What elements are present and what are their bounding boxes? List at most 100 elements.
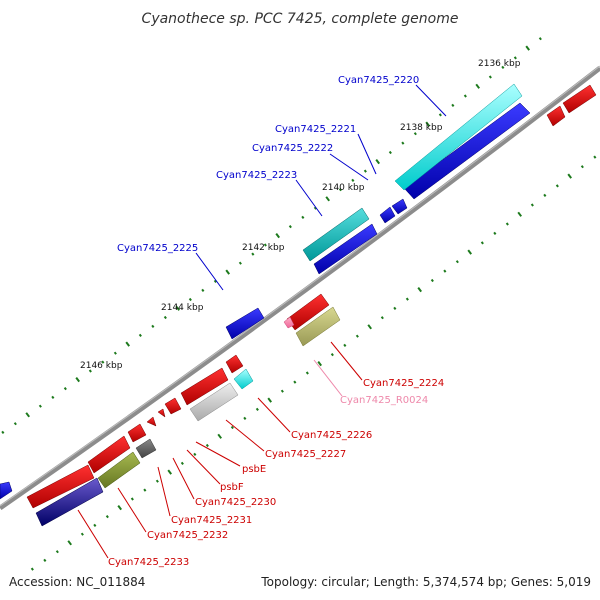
gene-cyan7425-2232-gene[interactable] <box>87 435 131 474</box>
gene-cyan7425-2233-cds[interactable] <box>35 477 104 527</box>
label-cyan7425-2227[interactable]: Cyan7425_2227 <box>265 449 346 460</box>
gene-cyan7425-2227-gene[interactable] <box>180 367 229 406</box>
gene-cyan7425-2222[interactable] <box>379 206 396 224</box>
scale-tick-major <box>117 505 123 511</box>
label-psbe[interactable]: psbE <box>242 464 266 475</box>
scale-tick-minor <box>51 395 55 400</box>
gene-cyan7425-2223-cds[interactable] <box>313 223 378 275</box>
accession-text: Accession: NC_011884 <box>9 575 145 589</box>
label-cyan7425-2230[interactable]: Cyan7425_2230 <box>195 497 276 508</box>
scale-tick-minor <box>413 132 417 136</box>
scale-tick-major <box>317 361 323 367</box>
scale-tick-major <box>225 269 231 275</box>
scale-tick-major <box>367 324 373 330</box>
scale-tick-major <box>325 196 331 202</box>
scale-tick-minor <box>151 324 155 329</box>
scale-tick-minor <box>505 222 509 226</box>
label-cyan7425-2221[interactable]: Cyan7425_2221 <box>275 124 356 135</box>
scale-tick-minor <box>501 65 505 70</box>
scale-tick-minor <box>443 269 447 273</box>
scale-tick-major <box>417 287 423 293</box>
scale-tick-minor <box>188 297 192 302</box>
gene-cyan7425-2226[interactable] <box>233 368 254 390</box>
scale-tick-major <box>167 469 173 475</box>
scale-tick-minor <box>105 515 109 519</box>
scale-tick-minor <box>488 75 492 79</box>
label-cyan7425-2233[interactable]: Cyan7425_2233 <box>108 557 189 568</box>
scale-label-2142: 2142 kbp <box>242 243 285 253</box>
label-psbf[interactable]: psbF <box>220 482 244 493</box>
scale-tick-minor <box>338 188 342 192</box>
gene-cyan7425-2224-cds[interactable] <box>295 306 341 347</box>
gene-cyan7425-2223-gene[interactable] <box>302 207 370 262</box>
scale-tick-major <box>125 341 131 347</box>
scale-tick-minor <box>330 353 334 357</box>
gene-cyan7425-2231-cds[interactable] <box>135 438 157 459</box>
gene-cyan7425-2231-gene[interactable] <box>127 423 147 443</box>
gene-cyan7425-r0024[interactable] <box>283 316 295 329</box>
scale-tick-major <box>375 159 381 165</box>
label-cyan7425-2220[interactable]: Cyan7425_2220 <box>338 75 419 86</box>
scale-tick-minor <box>463 94 467 98</box>
scale-tick-major <box>175 305 181 311</box>
scale-tick-minor <box>193 452 197 457</box>
scale-tick-major <box>525 45 531 51</box>
scale-tick-minor <box>538 37 542 41</box>
scale-tick-minor <box>380 316 384 320</box>
gene-psbe[interactable] <box>164 397 182 415</box>
scale-tick-minor <box>493 231 497 236</box>
label-cyan7425-r0024[interactable]: Cyan7425_R0024 <box>340 395 428 406</box>
scale-tick-minor <box>543 193 547 198</box>
scale-tick-minor <box>393 306 397 311</box>
scale-tick-major <box>67 540 73 546</box>
label-cyan7425-2231[interactable]: Cyan7425_2231 <box>171 515 252 526</box>
scale-label-2144: 2144 kbp <box>161 303 204 313</box>
scale-tick-minor <box>43 558 47 563</box>
scale-tick-major <box>475 83 481 89</box>
outer-scale-ring <box>1 37 542 435</box>
scale-tick-major <box>275 233 281 239</box>
scale-tick-minor <box>555 184 559 188</box>
scale-tick-minor <box>280 389 284 393</box>
gene-cyan7425-2232-cds[interactable] <box>97 451 141 489</box>
scale-tick-minor <box>363 169 367 173</box>
scale-tick-minor <box>213 279 217 284</box>
gene-edge-reverse-1[interactable] <box>562 84 597 114</box>
scale-tick-minor <box>405 297 409 301</box>
scale-tick-minor <box>455 260 459 264</box>
scale-tick-minor <box>201 288 205 293</box>
gene-edge-forward[interactable] <box>0 481 13 500</box>
scale-tick-major <box>517 211 523 217</box>
scale-tick-major <box>425 121 431 127</box>
gene-cyan7425-2221[interactable] <box>391 198 408 215</box>
scale-tick-minor <box>180 461 184 466</box>
label-cyan7425-2224[interactable]: Cyan7425_2224 <box>363 378 444 389</box>
label-cyan7425-2232[interactable]: Cyan7425_2232 <box>147 530 228 541</box>
label-cyan7425-2226[interactable]: Cyan7425_2226 <box>291 430 372 441</box>
scale-tick-minor <box>593 155 597 159</box>
gene-cyan7425-2224-gene[interactable] <box>286 293 330 331</box>
inner-scale-ring <box>30 155 597 571</box>
gene-psbf[interactable] <box>157 408 166 418</box>
genome-backbone-highlight <box>0 65 600 507</box>
gene-cyan7425-2233-gene[interactable] <box>26 464 95 509</box>
scale-tick-minor <box>163 315 167 320</box>
label-cyan7425-2222[interactable]: Cyan7425_2222 <box>252 143 333 154</box>
gene-cyan7425-2220-cds[interactable] <box>403 102 531 200</box>
scale-label-2140: 2140 kbp <box>322 183 365 193</box>
gene-cyan7425-2230[interactable] <box>146 416 157 427</box>
gene-cyan7425-2226-top[interactable] <box>225 354 244 374</box>
scale-tick-minor <box>401 141 405 145</box>
scale-tick-minor <box>255 407 259 412</box>
leader-lines-forward <box>195 84 447 291</box>
label-cyan7425-2223[interactable]: Cyan7425_2223 <box>216 170 297 181</box>
gene-cyan7425-2227-cds[interactable] <box>189 382 239 422</box>
scale-tick-minor <box>351 178 355 183</box>
gene-cyan7425-2220-gene[interactable] <box>394 83 523 191</box>
gene-edge-reverse-2[interactable] <box>546 105 566 127</box>
scale-label-2136: 2136 kbp <box>478 59 521 69</box>
scale-tick-major <box>467 249 473 255</box>
scale-tick-minor <box>13 422 17 426</box>
label-cyan7425-2225[interactable]: Cyan7425_2225 <box>117 243 198 254</box>
gene-cyan7425-2225[interactable] <box>225 307 265 340</box>
